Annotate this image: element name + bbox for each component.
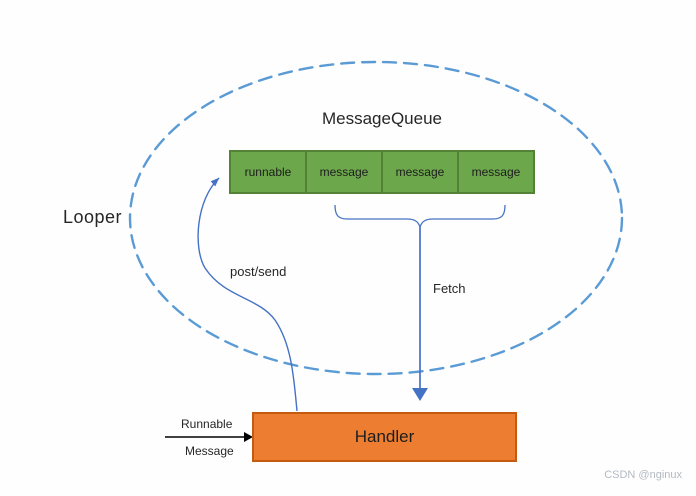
queue-cell-runnable: runnable — [229, 150, 307, 194]
post-send-arrow — [197, 177, 298, 412]
queue-cell-message-2: message — [381, 150, 459, 194]
post-send-label: post/send — [230, 264, 287, 279]
queue-cell-message-1: message — [305, 150, 383, 194]
messagequeue-title: MessageQueue — [321, 109, 443, 128]
fetch-arrowhead — [412, 388, 428, 401]
watermark: CSDN @nginux — [604, 469, 682, 481]
looper-ellipse — [128, 60, 624, 376]
input-arrowhead — [244, 432, 253, 442]
handler-label: Handler — [354, 427, 415, 446]
runnable-input-label: Runnable — [181, 417, 233, 431]
message-queue-box: runnable message message message — [229, 150, 535, 194]
handler-box: Handler — [252, 412, 517, 462]
fetch-label: Fetch — [433, 281, 466, 296]
queue-cell-message-3: message — [457, 150, 535, 194]
looper-label: Looper — [63, 207, 123, 227]
queue-brace — [334, 204, 506, 230]
message-input-label: Message — [185, 444, 234, 458]
